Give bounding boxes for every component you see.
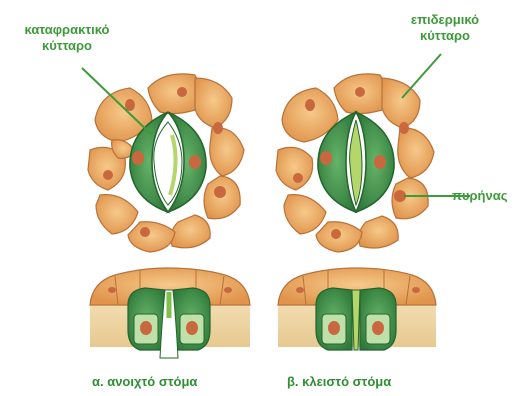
- guard-cell-label-line1: καταφρακτικό: [8, 22, 126, 38]
- epidermal-cell-label-line2: κύτταρο: [395, 28, 495, 44]
- pointer-epidermal-cell: [402, 54, 441, 98]
- closed-pore: [350, 120, 362, 205]
- closed-stoma-top-view: [276, 74, 434, 252]
- caption-closed-stoma: β. κλειστό στόμα: [287, 374, 391, 389]
- guard-cell-label: καταφρακτικό κύτταρο: [8, 22, 126, 54]
- open-stoma-cross-section: [90, 268, 250, 358]
- guard-cell-label-line2: κύτταρο: [8, 38, 126, 54]
- closed-pore-section: [352, 290, 360, 350]
- epidermal-cell-label: επιδερμικό κύτταρο: [395, 12, 495, 44]
- nucleus-label: πυρήνας: [452, 188, 508, 204]
- open-stoma-top-view: [88, 74, 244, 252]
- caption-open-stoma: α. ανοιχτό στόμα: [92, 374, 197, 389]
- closed-stoma-cross-section: [278, 268, 436, 350]
- epidermal-cell-label-line1: επιδερμικό: [395, 12, 495, 28]
